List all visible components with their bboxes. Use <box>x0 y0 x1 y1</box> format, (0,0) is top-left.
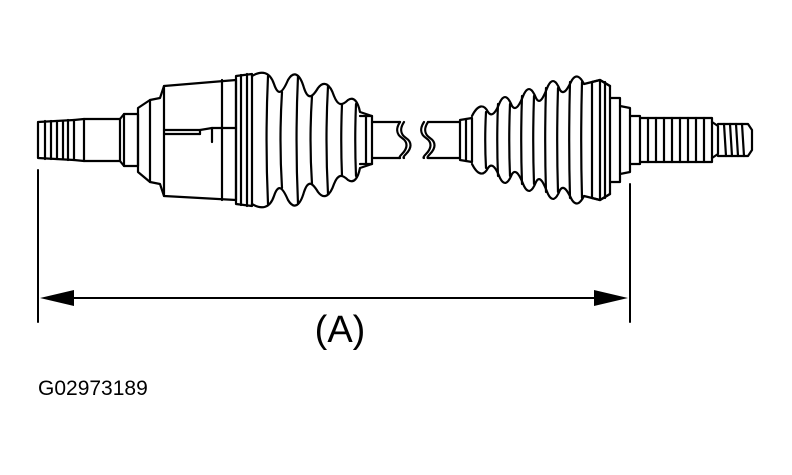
figure-id: G02973189 <box>38 377 148 400</box>
arrowhead-right <box>594 290 628 306</box>
left-spline-end <box>36 112 140 168</box>
intermediate-shaft-right <box>420 120 462 160</box>
left-boot <box>234 71 374 209</box>
left-cv-joint-housing <box>136 78 238 202</box>
intermediate-shaft-left <box>370 120 412 160</box>
right-cv-joint <box>608 96 754 184</box>
right-boot <box>458 75 612 205</box>
arrowhead-left <box>40 290 74 306</box>
dimension-line <box>37 169 631 323</box>
dimension-label-a: (A) <box>314 309 366 351</box>
